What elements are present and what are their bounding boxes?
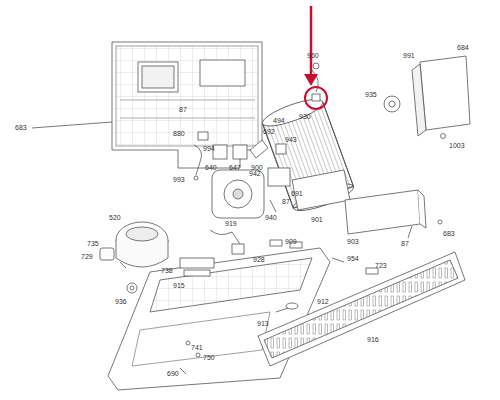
callout-number: 901 [310,216,324,224]
callout-number: 741 [190,344,204,352]
callout-number: 494 [272,117,286,125]
callout-number: 729 [80,253,94,261]
callout-number: 909 [284,238,298,246]
callout-number: 692 [262,128,276,136]
callout-number: 960 [306,52,320,60]
callout-number: 928 [252,256,266,264]
callout-number: 640 [204,164,218,172]
callout-number: 738 [160,267,174,275]
callout-number: 919 [224,220,238,228]
callout-number: 994 [202,145,216,153]
callout-number: 1003 [448,142,466,150]
callout-number: 940 [264,214,278,222]
callout-number: 647 [228,164,242,172]
callout-number: 912 [316,298,330,306]
callout-number: 684 [456,44,470,52]
callout-number: 735 [86,240,100,248]
callout-number: 683 [442,230,456,238]
callout-number: 954 [346,255,360,263]
callout-number: 683 [14,124,28,132]
callout-number: 930 [298,113,312,121]
callout-number: 913 [256,320,270,328]
callout-number: 903 [346,238,360,246]
callout-number: 936 [114,298,128,306]
callout-number: 750 [202,354,216,362]
callout-number: 87 [178,106,188,114]
callout-number: 520 [108,214,122,222]
callout-number: 915 [172,282,186,290]
callout-number: 723 [374,262,388,270]
callout-number: 691 [290,190,304,198]
callout-number: 991 [402,52,416,60]
callout-number: 935 [364,91,378,99]
callout-number: 916 [366,336,380,344]
callout-number: 880 [172,130,186,138]
callout-number: 87 [400,240,410,248]
callout-number: 87 [281,198,291,206]
callout-number: 993 [172,176,186,184]
callout-number: 690 [166,370,180,378]
callout-number: 942 [248,170,262,178]
callout-number: 943 [284,136,298,144]
